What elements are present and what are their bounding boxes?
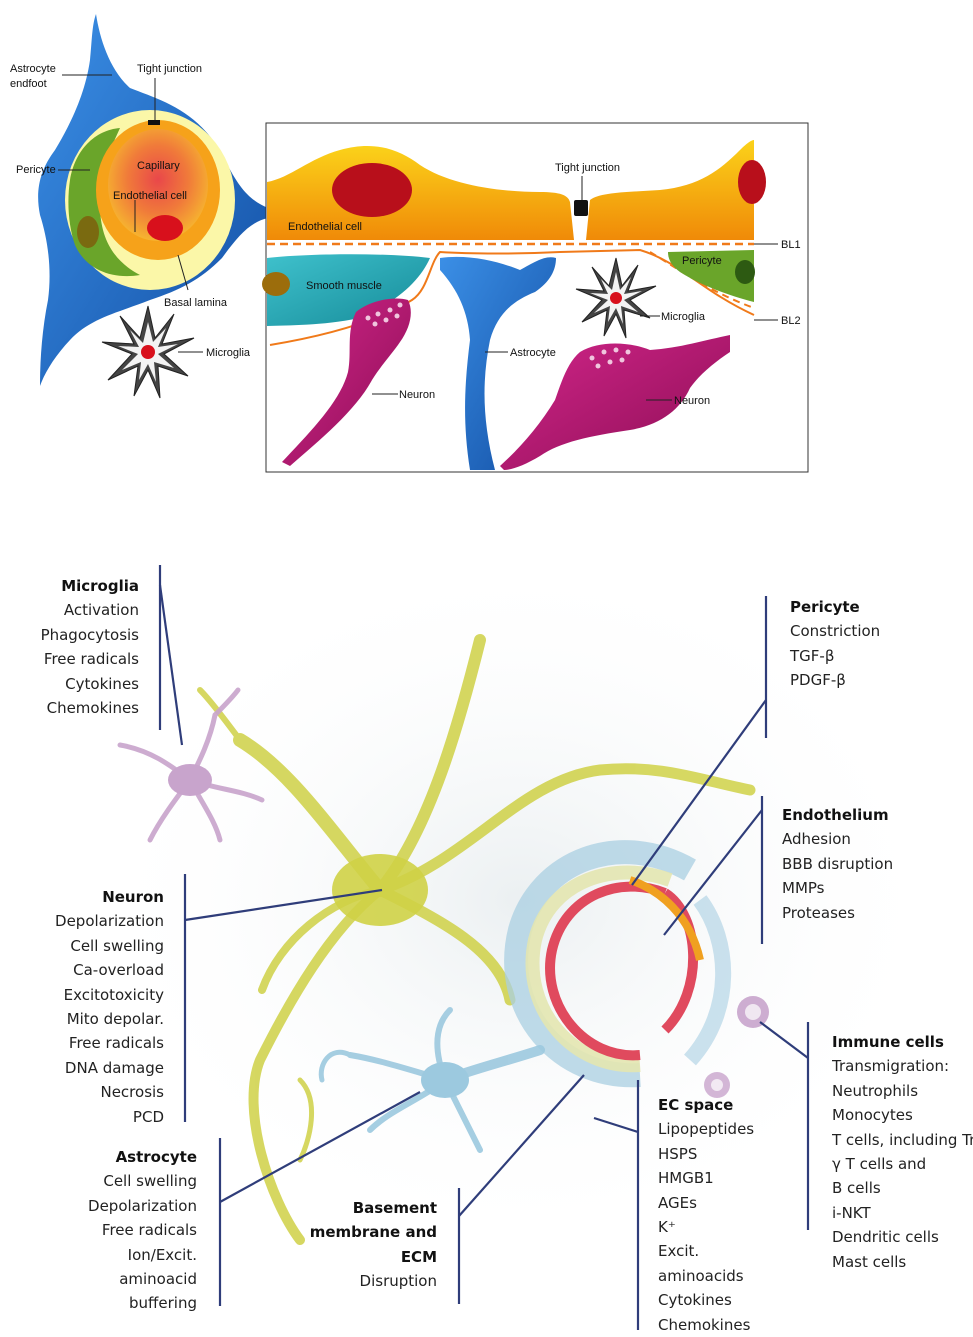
pericyte-nucleus (77, 216, 99, 248)
immune-cells-item: i-NKT (832, 1201, 973, 1225)
immune-cells-box: Immune cells Transmigration: Neutrophils… (832, 1030, 973, 1274)
neuron-item: Cell swelling (14, 934, 164, 958)
neuron-item: DNA damage (14, 1056, 164, 1080)
endothelial-nucleus-left (332, 163, 412, 217)
microglia-item: Phagocytosis (0, 623, 139, 647)
neuron-item: Excitotoxicity (14, 983, 164, 1007)
ec-space-item: HMGB1 (658, 1166, 788, 1190)
endothelium-item: MMPs (782, 876, 952, 900)
endothelium-item: Adhesion (782, 827, 952, 851)
neuron-item: Necrosis (14, 1080, 164, 1104)
ec-space-item: K⁺ (658, 1215, 788, 1239)
basement-membrane-box: Basement membrane and ECM Disruption (287, 1196, 437, 1294)
endothelium-box: Endothelium Adhesion BBB disruption MMPs… (782, 803, 952, 925)
neuron-item: Free radicals (14, 1031, 164, 1055)
endothelium-title: Endothelium (782, 803, 952, 827)
basement-title-line: Basement (287, 1196, 437, 1220)
endothelium-item: Proteases (782, 901, 952, 925)
neuron-item: Mito depolar. (14, 1007, 164, 1031)
immune-cells-item: B cells (832, 1176, 973, 1200)
label-smooth-muscle: Smooth muscle (306, 280, 382, 292)
ec-space-item: AGEs (658, 1191, 788, 1215)
label-microglia-left: Microglia (206, 347, 251, 359)
pericyte-item: TGF-β (790, 644, 940, 668)
ec-space-item: Chemokines (658, 1313, 788, 1337)
astrocyte-box: Astrocyte Cell swelling Depolarization F… (37, 1145, 197, 1316)
label-bl1: BL1 (781, 239, 801, 251)
label-pericyte-right: Pericyte (682, 255, 722, 267)
pericyte-item: Constriction (790, 619, 940, 643)
neuron-box: Neuron Depolarization Cell swelling Ca-o… (14, 885, 164, 1129)
neuron-item: Ca-overload (14, 958, 164, 982)
ec-space-item: aminoacids (658, 1264, 788, 1288)
label-bl2: BL2 (781, 315, 801, 327)
smooth-muscle-nucleus (262, 272, 290, 296)
label-capillary: Capillary (137, 160, 180, 172)
label-tight-junction-right: Tight junction (555, 162, 620, 174)
neuron-item: Depolarization (14, 909, 164, 933)
immune-cells-title: Immune cells (832, 1030, 973, 1054)
astrocyte-item: aminoacid (37, 1267, 197, 1291)
label-neuron-right: Neuron (674, 395, 710, 407)
astrocyte-item: buffering (37, 1291, 197, 1315)
immune-cells-item: Dendritic cells (832, 1225, 973, 1249)
microglia-item: Chemokines (0, 696, 139, 720)
astrocyte-item: Free radicals (37, 1218, 197, 1242)
basement-title-line: membrane and (287, 1220, 437, 1244)
label-pericyte-left: Pericyte (16, 164, 56, 176)
immune-cell-icon (737, 996, 769, 1028)
tight-junction-marker (148, 120, 160, 125)
basement-item: Disruption (287, 1269, 437, 1293)
ec-space-title: EC space (658, 1093, 788, 1117)
pericyte-right-nucleus (735, 260, 755, 284)
endothelial-nucleus-right (738, 160, 766, 204)
neuron-title: Neuron (14, 885, 164, 909)
label-astrocyte-right: Astrocyte (510, 347, 556, 359)
immune-cells-item: T cells, including Tregs (832, 1128, 973, 1152)
pericyte-title: Pericyte (790, 595, 940, 619)
astrocyte-item: Cell swelling (37, 1169, 197, 1193)
label-astrocyte-endfoot-2: endfoot (10, 78, 47, 90)
top-right-nvu-panel: Tight junction Endothelial cell BL1 BL2 … (262, 123, 808, 472)
label-tight-junction-left: Tight junction (137, 63, 202, 75)
microglia-title: Microglia (0, 574, 139, 598)
ec-space-item: HSPS (658, 1142, 788, 1166)
endothelium-item: BBB disruption (782, 852, 952, 876)
microglia-item: Activation (0, 598, 139, 622)
astrocyte-title: Astrocyte (37, 1145, 197, 1169)
immune-cells-item: Neutrophils (832, 1079, 973, 1103)
label-neuron-left: Neuron (399, 389, 435, 401)
ec-space-item: Lipopeptides (658, 1117, 788, 1141)
top-left-capillary-diagram: Astrocyte endfoot Tight junction Pericyt… (10, 14, 268, 398)
immune-cells-item: Mast cells (832, 1250, 973, 1274)
immune-cells-item: Monocytes (832, 1103, 973, 1127)
ec-space-box: EC space Lipopeptides HSPS HMGB1 AGEs K⁺… (658, 1093, 788, 1337)
label-astrocyte-endfoot-1: Astrocyte (10, 63, 56, 75)
immune-cells-item: γ T cells and (832, 1152, 973, 1176)
astrocyte-item: Depolarization (37, 1194, 197, 1218)
astrocyte-blue-soma (421, 1062, 469, 1098)
label-endothelial-cell-right: Endothelial cell (288, 221, 362, 233)
neuron-item: PCD (14, 1105, 164, 1129)
pericyte-box: Pericyte Constriction TGF-β PDGF-β (790, 595, 940, 693)
ec-space-item: Excit. (658, 1239, 788, 1263)
label-endothelial-cell-left: Endothelial cell (113, 190, 187, 202)
tight-junction-block (574, 200, 588, 216)
label-basal-lamina: Basal lamina (164, 297, 228, 309)
astrocyte-item: Ion/Excit. (37, 1243, 197, 1267)
label-microglia-right: Microglia (661, 311, 706, 323)
microglia-box: Microglia Activation Phagocytosis Free r… (0, 574, 139, 720)
endothelial-nucleus (147, 215, 183, 241)
immune-cells-item: Transmigration: (832, 1054, 973, 1078)
ec-space-item: Cytokines (658, 1288, 788, 1312)
microglia-purple-soma (168, 764, 212, 796)
basement-title-line: ECM (287, 1245, 437, 1269)
microglia-item: Cytokines (0, 672, 139, 696)
pericyte-item: PDGF-β (790, 668, 940, 692)
microglia-item: Free radicals (0, 647, 139, 671)
